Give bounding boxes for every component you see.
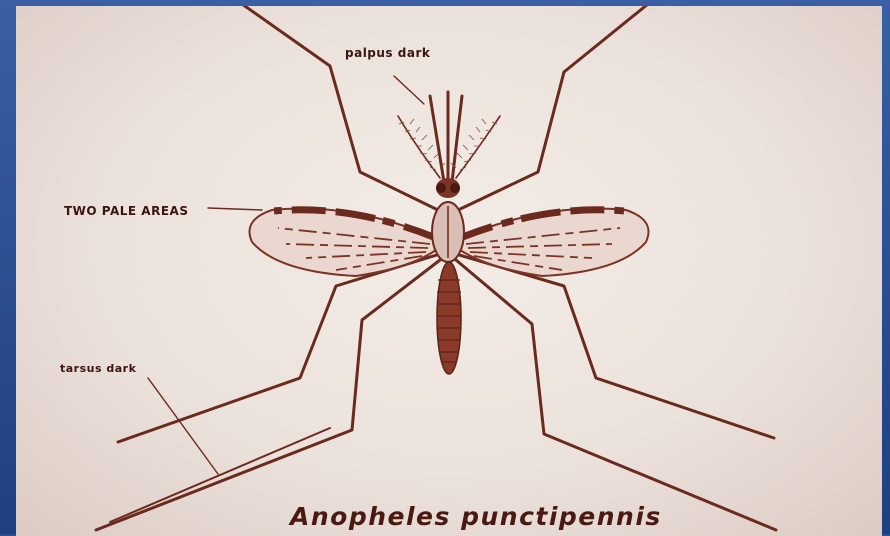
- species-title: Anopheles punctipennis: [290, 502, 662, 531]
- middle-leg-right: [456, 254, 774, 438]
- hind-leg-right: [456, 260, 776, 530]
- palpus-leader: [394, 76, 424, 104]
- pale-areas-leader: [208, 208, 262, 210]
- abdomen: [437, 262, 461, 374]
- wing-right: [460, 209, 649, 276]
- palpus-dark-label: palpus dark: [345, 46, 430, 60]
- palp-left: [430, 96, 444, 182]
- eye-left: [436, 183, 446, 193]
- diagram-slide: palpus dark TWO PALE AREAS tarsus dark A…: [16, 6, 882, 536]
- middle-leg-left: [118, 254, 440, 442]
- tarsus-dark-label: tarsus dark: [60, 362, 136, 375]
- eye-right: [450, 183, 460, 193]
- front-leg-right: [456, 6, 648, 211]
- palp-right: [452, 96, 462, 182]
- front-leg-left: [242, 6, 440, 211]
- mosquito-illustration: [16, 6, 882, 536]
- two-pale-areas-label: TWO PALE AREAS: [64, 204, 188, 218]
- tarsus-leader: [148, 378, 218, 474]
- wing-left: [250, 209, 437, 276]
- hind-leg-left: [96, 260, 440, 530]
